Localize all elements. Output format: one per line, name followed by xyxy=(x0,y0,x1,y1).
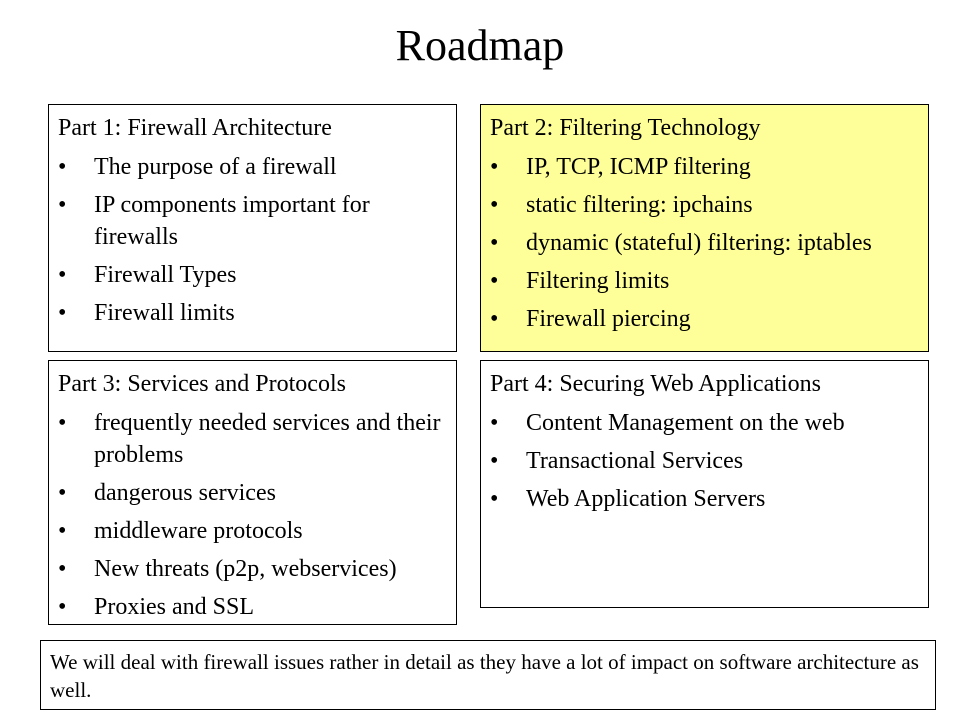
part-1-box: Part 1: Firewall Architecture • The purpo… xyxy=(48,104,457,352)
list-item: • middleware protocols xyxy=(58,515,448,547)
bullet-icon: • xyxy=(58,518,67,544)
list-item-text: Filtering limits xyxy=(526,268,670,294)
bullet-icon: • xyxy=(490,268,499,294)
list-item-text: IP, TCP, ICMP filtering xyxy=(526,154,751,180)
list-item-text: The purpose of a firewall xyxy=(94,154,337,180)
slide-title: Roadmap xyxy=(395,21,565,70)
list-item-text: Proxies and SSL xyxy=(94,594,255,620)
list-item: • Transactional Services xyxy=(490,445,920,477)
list-item-text: Firewall piercing xyxy=(526,306,691,332)
list-item: • New threats (p2p, webservices) xyxy=(58,553,448,585)
list-item: • The purpose of a firewall xyxy=(58,151,448,183)
part-1-heading: Part 1: Firewall Architecture xyxy=(58,115,332,141)
bullet-icon: • xyxy=(490,306,499,332)
part-2-heading: Part 2: Filtering Technology xyxy=(490,115,761,141)
bullet-icon: • xyxy=(490,410,499,436)
list-item: • frequently needed services and their pr… xyxy=(58,407,448,471)
bullet-icon: • xyxy=(58,300,67,326)
bullet-icon: • xyxy=(58,262,67,288)
list-item-text: dangerous services xyxy=(94,480,276,506)
bullet-icon: • xyxy=(58,594,67,620)
list-item: • dangerous services xyxy=(58,477,448,509)
part-3-list: • frequently needed services and their pr… xyxy=(58,407,448,623)
list-item: • Web Application Servers xyxy=(490,483,920,515)
list-item-text: Transactional Services xyxy=(526,448,744,474)
list-item: • Firewall Types xyxy=(58,259,448,291)
part-4-heading: Part 4: Securing Web Applications xyxy=(490,371,821,397)
list-item: • IP components important for firewalls xyxy=(58,189,448,253)
list-item: • Content Management on the web xyxy=(490,407,920,439)
footnote-box: We will deal with firewall issues rather… xyxy=(40,640,936,710)
bullet-icon: • xyxy=(490,486,499,512)
list-item: • IP, TCP, ICMP filtering xyxy=(490,151,920,183)
bullet-icon: • xyxy=(490,192,499,218)
bullet-icon: • xyxy=(58,480,67,506)
part-3-box: Part 3: Services and Protocols • frequent… xyxy=(48,360,457,625)
list-item-text: frequently needed services and their pro… xyxy=(94,410,441,468)
bullet-icon: • xyxy=(490,448,499,474)
list-item: • Firewall limits xyxy=(58,297,448,329)
list-item-text: Content Management on the web xyxy=(526,410,845,436)
list-item: • static filtering: ipchains xyxy=(490,189,920,221)
bullet-icon: • xyxy=(58,410,67,436)
list-item-text: static filtering: ipchains xyxy=(526,192,753,218)
list-item-text: IP components important for firewalls xyxy=(94,192,370,250)
part-2-list: • IP, TCP, ICMP filtering • static filteri… xyxy=(490,151,920,335)
part-4-list: • Content Management on the web • Transact… xyxy=(490,407,920,515)
part-4-box: Part 4: Securing Web Applications • Conte… xyxy=(480,360,929,608)
part-2-box: Part 2: Filtering Technology • IP, TCP, I… xyxy=(480,104,929,352)
list-item: • Firewall piercing xyxy=(490,303,920,335)
part-3-heading: Part 3: Services and Protocols xyxy=(58,371,346,397)
bullet-icon: • xyxy=(58,556,67,582)
list-item-text: dynamic (stateful) filtering: iptables xyxy=(526,230,872,256)
list-item: • Filtering limits xyxy=(490,265,920,297)
list-item: • Proxies and SSL xyxy=(58,591,448,623)
list-item-text: Firewall Types xyxy=(94,262,237,288)
list-item: • dynamic (stateful) filtering: iptables xyxy=(490,227,920,259)
list-item-text: middleware protocols xyxy=(94,518,303,544)
bullet-icon: • xyxy=(490,154,499,180)
list-item-text: Firewall limits xyxy=(94,300,235,326)
bullet-icon: • xyxy=(490,230,499,256)
list-item-text: New threats (p2p, webservices) xyxy=(94,556,397,582)
bullet-icon: • xyxy=(58,154,67,180)
bullet-icon: • xyxy=(58,192,67,218)
list-item-text: Web Application Servers xyxy=(526,486,766,512)
part-1-list: • The purpose of a firewall • IP component… xyxy=(58,151,448,329)
